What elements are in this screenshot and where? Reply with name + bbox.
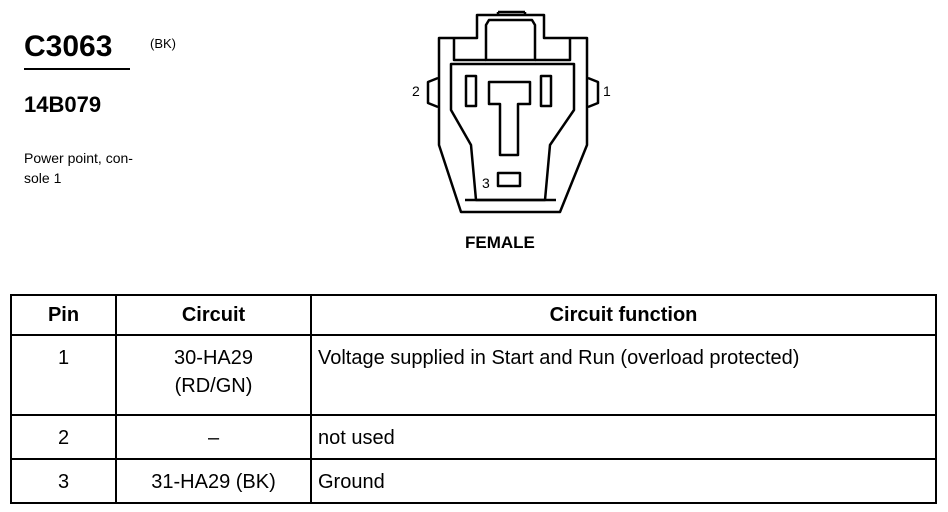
pin-cavity-2 [464, 74, 478, 108]
diagram-caption: FEMALE [465, 233, 535, 252]
column-header-pin: Pin [10, 294, 117, 336]
pinout-table: Pin Circuit Circuit function 1 30-HA29 (… [10, 294, 937, 504]
connector-id: C3063 [24, 30, 130, 70]
pin-label-1: 1 [603, 83, 611, 99]
circuit-cell: – [115, 414, 312, 460]
circuit-cell: 30-HA29 (RD/GN) [115, 334, 312, 416]
pin-cell: 1 [10, 334, 117, 416]
circuit-function-cell: Ground [310, 458, 937, 504]
connector-description: Power point, con- sole 1 [24, 150, 133, 186]
circuit-function-cell: Voltage supplied in Start and Run (overl… [310, 334, 937, 416]
table-row: 3 31-HA29 (BK) Ground [10, 458, 937, 504]
table-row: 1 30-HA29 (RD/GN) Voltage supplied in St… [10, 334, 937, 416]
pin-cavity-center-t [487, 80, 532, 157]
pin-cavity-1 [539, 74, 553, 108]
connector-face-diagram: 2 1 3 [412, 10, 611, 214]
pin-label-3: 3 [482, 175, 490, 191]
circuit-cell: 31-HA29 (BK) [115, 458, 312, 504]
column-header-circuit-function: Circuit function [310, 294, 937, 336]
table-row: 2 – not used [10, 414, 937, 460]
connector-latch [484, 18, 537, 62]
pin-cell: 3 [10, 458, 117, 504]
connector-inner-shroud [452, 38, 572, 62]
connector-side-rib-right [587, 76, 600, 109]
pin-cell: 2 [10, 414, 117, 460]
connector-housing-outline [437, 13, 589, 214]
color-code: (BK) [150, 36, 176, 51]
connector-side-rib-left [426, 76, 439, 109]
column-header-circuit: Circuit [115, 294, 312, 336]
pin-label-2: 2 [412, 83, 420, 99]
part-number: 14B079 [24, 92, 102, 117]
circuit-function-cell: not used [310, 414, 937, 460]
pin-cavity-3 [496, 171, 522, 188]
table-header-row: Pin Circuit Circuit function [10, 294, 937, 336]
